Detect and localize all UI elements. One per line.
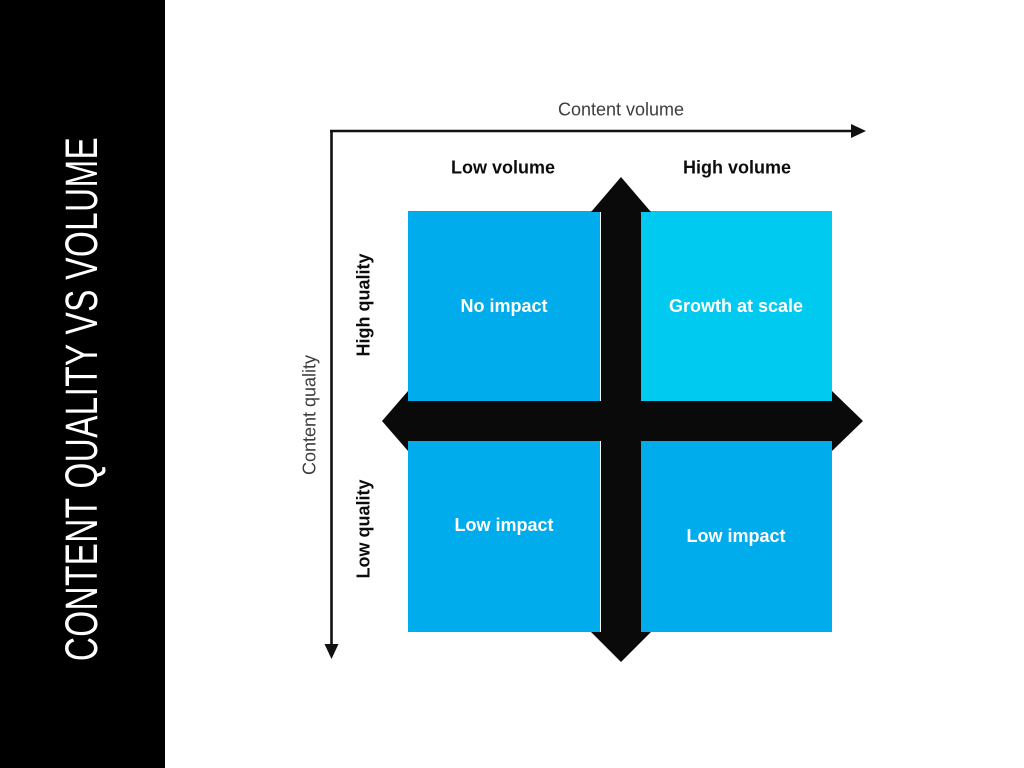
quadrant-top-left: No impact [408, 211, 600, 401]
title-sidebar: CONTENT QUALITY VS VOLUME [0, 0, 165, 768]
x-axis-arrow [330, 124, 866, 138]
slide-title: CONTENT QUALITY VS VOLUME [56, 136, 108, 662]
quadrant-bottom-right: Low impact [640, 441, 832, 632]
quadrant-bottom-left: Low impact [408, 441, 600, 632]
column-header-high-volume: High volume [682, 157, 792, 178]
row-header-low-quality: Low quality [353, 479, 374, 579]
y-axis-arrow [324, 130, 339, 659]
x-axis-label: Content volume [557, 99, 685, 120]
row-header-high-quality: High quality [353, 253, 374, 357]
quadrant-bottom-right-label: Low impact [686, 526, 786, 546]
column-header-low-volume: Low volume [450, 157, 556, 178]
quadrant-bottom-left-label: Low impact [454, 515, 554, 535]
quadrant-top-left-label: No impact [460, 295, 548, 316]
quadrant-top-right: Growth at scale [640, 211, 832, 401]
y-axis-label: Content quality [299, 354, 320, 476]
quadrant-top-right-label: Growth at scale [668, 295, 804, 316]
